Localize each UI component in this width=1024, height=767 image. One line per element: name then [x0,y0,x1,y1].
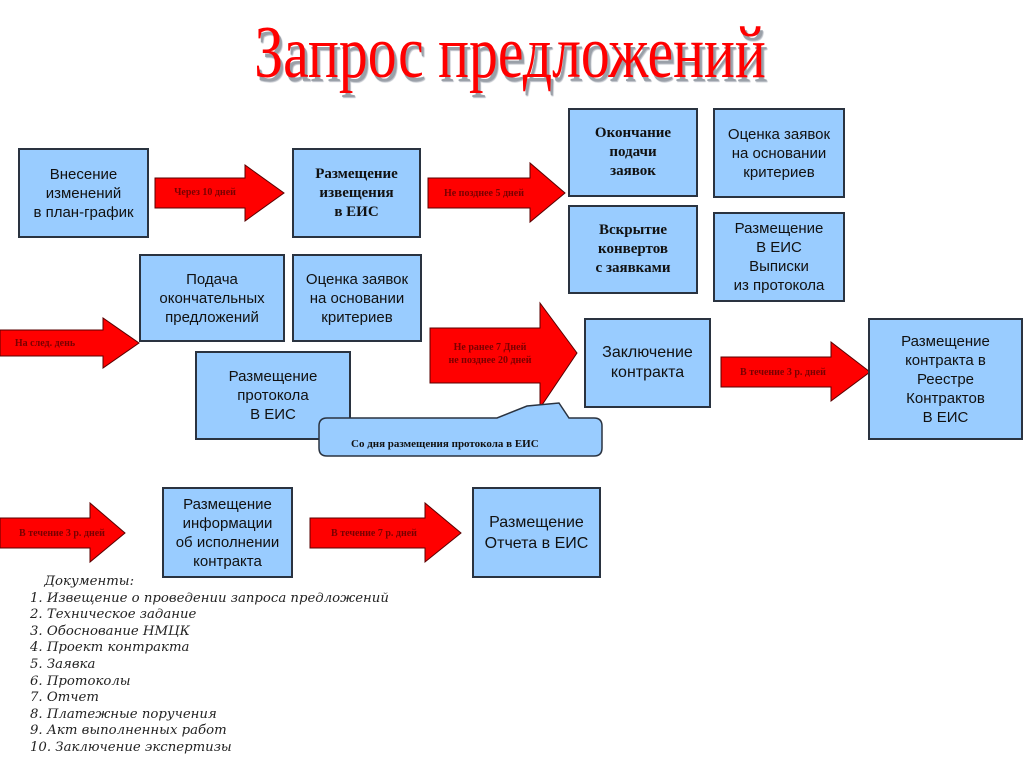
box-label: Размещение информации об исполнении конт… [175,495,280,570]
arrow-next-day: На след. день [0,317,140,369]
box-protocol-posting: Размещение протокола В ЕИС [195,351,351,440]
arrow-within-3-days-execution: В течение 3 р. дней [0,501,126,564]
box-envelope-opening: Вскрытие конвертов с заявками [568,205,698,294]
callout-shape [318,402,603,457]
document-item: 1. Извещение о проведении запроса предло… [30,590,389,606]
page-title: Запрос предложений [254,12,766,94]
document-item: 8. Платежные поручения [30,706,217,722]
callout-protocol-date: Со дня размещения протокола в ЕИС [317,398,604,458]
arrow-between-7-20-days: Не ранее 7 Дней не позднее 20 дней [429,301,578,410]
arrow-right-icon [309,501,462,564]
box-label: Подача окончательных предложений [159,270,265,326]
box-label: Размещение извещения в ЕИС [315,165,398,220]
document-item: 2. Техническое задание [30,607,197,623]
arrow-label: Через 10 дней [174,187,236,198]
box-label: Внесение изменений в план-график [33,165,134,221]
box-label: Заключение контракта [602,344,693,381]
box-evaluation-mid: Оценка заявок на основании критериев [292,254,422,342]
arrow-right-icon [427,161,566,224]
arrow-label: Не ранее 7 Дней не позднее 20 дней [448,342,532,366]
document-item: 4. Проект контракта [30,640,190,656]
box-label: Размещение протокола В ЕИС [228,368,318,423]
box-label: Размещение контракта в Реестре Контракто… [901,332,990,426]
arrow-within-7-days: В течение 7 р. дней [309,501,462,564]
box-notice-posting: Размещение извещения в ЕИС [292,148,421,238]
document-item: 6. Протоколы [30,673,131,689]
document-item: 3. Обоснование НМЦК [30,623,190,639]
arrow-within-3-days-registry: В течение 3 р. дней [720,340,871,402]
arrow-not-later-5-days: Не позднее 5 дней [427,161,566,224]
arrow-right-icon [154,164,285,222]
box-label: Окончание подачи заявок [594,125,672,179]
arrow-label: На след. день [14,338,76,349]
box-label: Оценка заявок на основании критериев [305,270,409,326]
box-execution-info: Размещение информации об исполнении конт… [162,487,293,578]
box-plan-changes: Внесение изменений в план-график [18,148,149,238]
arrow-after-10-days: Через 10 дней [154,164,285,222]
arrow-label: Не позднее 5 дней [443,188,525,199]
callout-label: Со дня размещения протокола в ЕИС [351,438,539,450]
document-item: 5. Заявка [30,656,96,672]
box-label: Размещение В ЕИС Выписки из протокола [733,220,825,294]
arrow-label: В течение 7 р. дней [331,528,417,539]
box-label: Оценка заявок на основании критериев [727,125,831,181]
arrow-right-icon [720,340,871,402]
box-contract-conclusion: Заключение контракта [584,318,711,408]
box-evaluation-top: Оценка заявок на основании критериев [713,108,845,198]
documents-header: Документы: [44,574,135,589]
box-final-proposals: Подача окончательных предложений [139,254,285,342]
arrow-label: В течение 3 р. дней [740,367,826,378]
box-registry-posting: Размещение контракта в Реестре Контракто… [868,318,1023,440]
box-extract-posting: Размещение В ЕИС Выписки из протокола [713,212,845,302]
document-item: 9. Акт выполненных работ [30,723,227,739]
document-item: 7. Отчет [30,690,99,706]
arrow-right-icon [0,501,126,564]
document-item: 10. Заключение экспертизы [30,739,232,755]
arrow-right-icon [429,301,578,410]
arrow-label: В течение 3 р. дней [19,528,105,539]
documents-list: Документы: 1. Извещение о проведении зап… [30,574,389,757]
box-end-submission: Окончание подачи заявок [568,108,698,197]
box-label: Размещение Отчета в ЕИС [484,513,589,552]
box-label: Вскрытие конвертов с заявками [595,222,671,276]
arrow-right-icon [0,317,140,369]
box-report-posting: Размещение Отчета в ЕИС [472,487,601,578]
